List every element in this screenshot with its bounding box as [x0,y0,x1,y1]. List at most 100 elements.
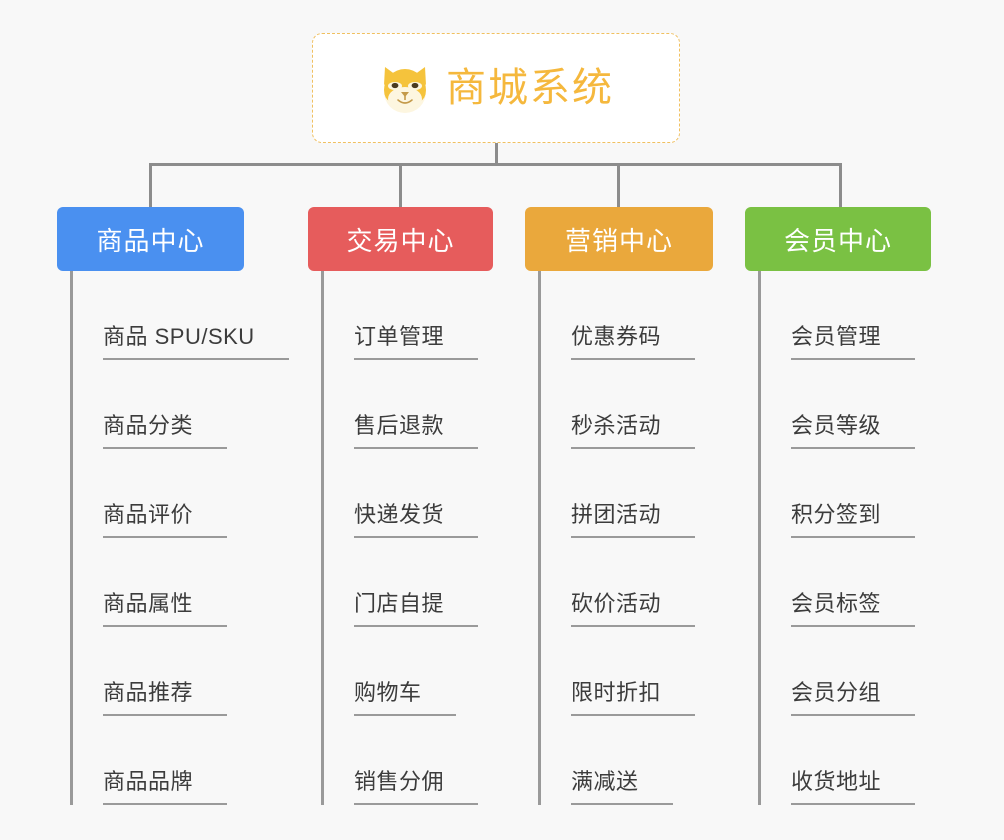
leaf-item-label: 限时折扣 [571,680,662,705]
leaf-item-label: 拼团活动 [571,502,662,527]
leaf-underline: 销售分佣 [354,764,479,805]
column-trunk-line [70,271,73,805]
connector-drop-3 [617,163,620,207]
leaf-item-label: 砍价活动 [571,591,662,616]
leaf-underline: 购物车 [354,675,456,716]
leaf-item[interactable]: 售后退款 [308,360,493,449]
leaf-item[interactable]: 秒杀活动 [525,360,713,449]
leaf-item[interactable]: 会员分组 [745,627,931,716]
root-node[interactable]: 商城系统 [312,33,680,143]
leaf-item-label: 会员分组 [791,680,882,705]
leaf-underline: 拼团活动 [571,497,696,538]
leaf-item[interactable]: 会员标签 [745,538,931,627]
column-items-member-center: 会员管理会员等级积分签到会员标签会员分组收货地址 [745,271,931,805]
leaf-underline: 商品推荐 [103,675,228,716]
column-marketing-center: 营销中心优惠券码秒杀活动拼团活动砍价活动限时折扣满减送 [525,207,713,805]
leaf-underline: 会员标签 [791,586,916,627]
leaf-item-label: 快递发货 [354,502,445,527]
leaf-item-label: 满减送 [571,769,639,794]
leaf-underline: 售后退款 [354,408,479,449]
leaf-underline: 积分签到 [791,497,916,538]
category-header-marketing-center[interactable]: 营销中心 [525,207,713,271]
leaf-underline: 商品属性 [103,586,228,627]
leaf-item[interactable]: 拼团活动 [525,449,713,538]
leaf-item[interactable]: 商品 SPU/SKU [57,271,289,360]
leaf-item-label: 优惠券码 [571,324,662,349]
column-items-product-center: 商品 SPU/SKU 商品分类商品评价商品属性商品推荐商品品牌 [57,271,289,805]
category-header-label: 交易中心 [346,225,455,256]
leaf-underline: 满减送 [571,764,673,805]
leaf-underline: 快递发货 [354,497,479,538]
column-trunk-line [321,271,324,805]
category-header-label: 商品中心 [96,225,205,256]
leaf-underline: 门店自提 [354,586,479,627]
column-trunk-line [538,271,541,805]
leaf-item-label: 商品评价 [103,502,194,527]
leaf-item-label: 商品 SPU/SKU [103,324,255,349]
leaf-item[interactable]: 商品评价 [57,449,244,538]
leaf-item-label: 秒杀活动 [571,413,662,438]
leaf-underline: 商品评价 [103,497,228,538]
category-header-trade-center[interactable]: 交易中心 [308,207,493,271]
leaf-item-label: 销售分佣 [354,769,445,794]
connector-drop-4 [839,163,842,207]
leaf-item[interactable]: 积分签到 [745,449,931,538]
leaf-underline: 商品 SPU/SKU [103,319,289,360]
leaf-item-label: 订单管理 [354,324,445,349]
connector-drop-1 [149,163,152,207]
leaf-underline: 限时折扣 [571,675,696,716]
leaf-item[interactable]: 收货地址 [745,716,931,805]
leaf-item-label: 会员标签 [791,591,882,616]
column-trade-center: 交易中心订单管理售后退款快递发货门店自提购物车销售分佣 [308,207,493,805]
leaf-item[interactable]: 门店自提 [308,538,493,627]
leaf-item[interactable]: 商品分类 [57,360,244,449]
leaf-item-label: 商品品牌 [103,769,194,794]
category-header-label: 会员中心 [783,225,892,256]
leaf-item[interactable]: 满减送 [525,716,713,805]
leaf-item[interactable]: 限时折扣 [525,627,713,716]
leaf-item[interactable]: 商品属性 [57,538,244,627]
leaf-item-label: 积分签到 [791,502,882,527]
connector-horizontal-bus [149,163,842,166]
category-header-member-center[interactable]: 会员中心 [745,207,931,271]
category-header-product-center[interactable]: 商品中心 [57,207,244,271]
leaf-item-label: 商品推荐 [103,680,194,705]
leaf-item[interactable]: 优惠券码 [525,271,713,360]
leaf-underline: 秒杀活动 [571,408,696,449]
leaf-item-label: 门店自提 [354,591,445,616]
column-items-marketing-center: 优惠券码秒杀活动拼团活动砍价活动限时折扣满减送 [525,271,713,805]
leaf-item-label: 售后退款 [354,413,445,438]
leaf-underline: 砍价活动 [571,586,696,627]
root-title: 商城系统 [446,66,614,110]
leaf-item-label: 购物车 [354,680,422,705]
column-trunk-line [758,271,761,805]
column-product-center: 商品中心商品 SPU/SKU 商品分类商品评价商品属性商品推荐商品品牌 [57,207,289,805]
leaf-underline: 收货地址 [791,764,916,805]
leaf-item-label: 收货地址 [791,769,882,794]
shiba-dog-face-icon [378,63,432,113]
leaf-item[interactable]: 购物车 [308,627,493,716]
leaf-underline: 优惠券码 [571,319,696,360]
leaf-item-label: 会员等级 [791,413,882,438]
leaf-item[interactable]: 商品推荐 [57,627,244,716]
leaf-item[interactable]: 快递发货 [308,449,493,538]
leaf-item[interactable]: 销售分佣 [308,716,493,805]
leaf-item[interactable]: 砍价活动 [525,538,713,627]
leaf-underline: 会员分组 [791,675,916,716]
leaf-item-label: 商品属性 [103,591,194,616]
leaf-item[interactable]: 会员等级 [745,360,931,449]
leaf-item[interactable]: 商品品牌 [57,716,244,805]
leaf-item-label: 商品分类 [103,413,194,438]
connector-drop-2 [399,163,402,207]
category-header-label: 营销中心 [564,225,673,256]
leaf-underline: 会员管理 [791,319,916,360]
leaf-item[interactable]: 会员管理 [745,271,931,360]
column-items-trade-center: 订单管理售后退款快递发货门店自提购物车销售分佣 [308,271,493,805]
leaf-item[interactable]: 订单管理 [308,271,493,360]
leaf-item-label: 会员管理 [791,324,882,349]
leaf-underline: 会员等级 [791,408,916,449]
leaf-underline: 商品分类 [103,408,228,449]
connector-root-stem [495,143,498,165]
leaf-underline: 商品品牌 [103,764,228,805]
